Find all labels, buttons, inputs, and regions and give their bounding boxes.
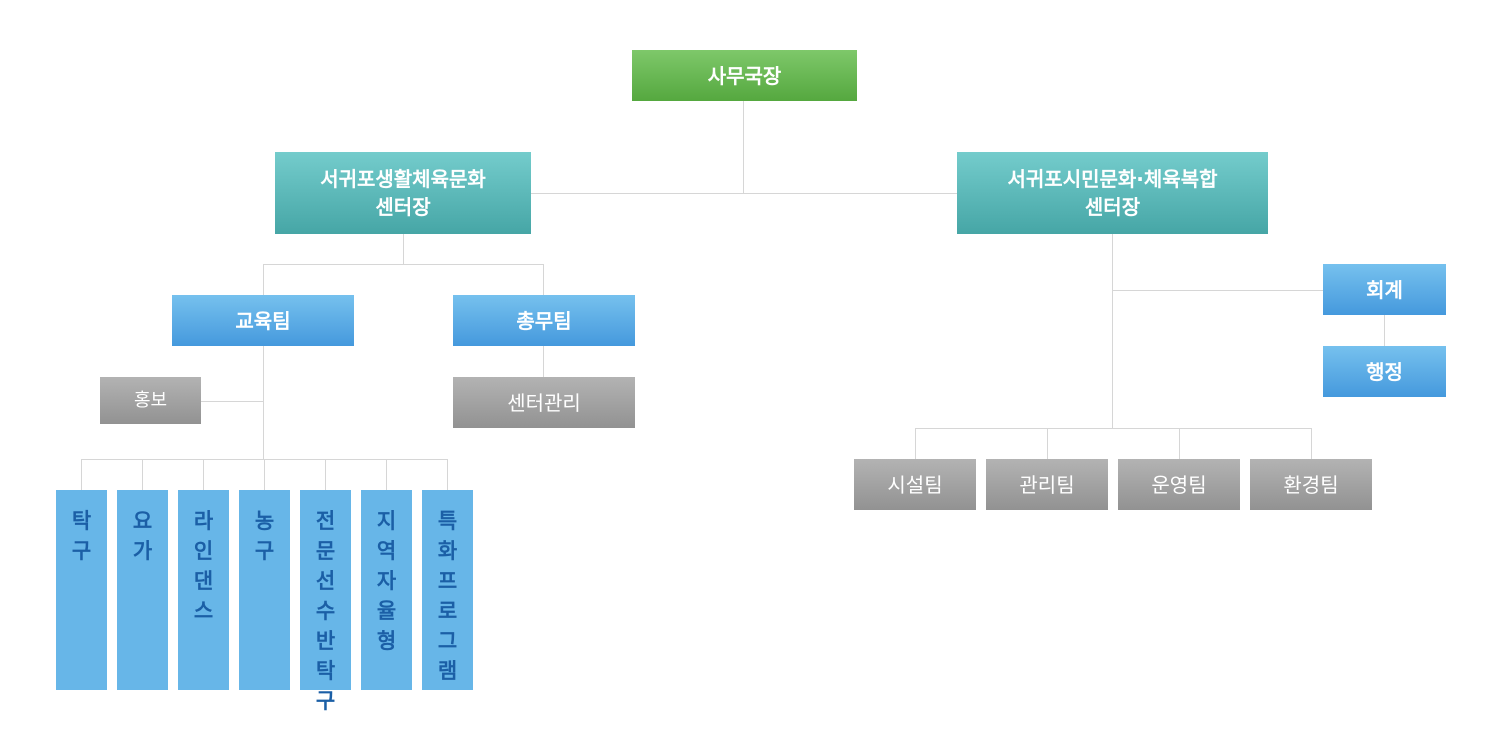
connector-right-team-1	[915, 428, 916, 459]
connector-accounting-admin	[1384, 315, 1385, 346]
center-management-label: 센터관리	[507, 390, 581, 415]
connector-general-center-mgmt	[543, 346, 544, 377]
connector-left-teams-horizontal	[263, 264, 544, 265]
connector-education-down	[263, 346, 264, 459]
connector-education-up	[263, 264, 264, 295]
left-center-head-box: 서귀포생활체육문화 센터장	[275, 152, 531, 234]
right-center-head-box: 서귀포시민문화·체육복합 센터장	[957, 152, 1268, 234]
education-team-box: 교육팀	[172, 295, 354, 346]
director-label: 사무국장	[707, 63, 782, 88]
operations-team-label: 운영팀	[1151, 472, 1207, 497]
connector-top-vertical	[743, 101, 744, 193]
connector-program-4	[264, 459, 265, 490]
connector-promotion	[201, 401, 263, 402]
left-center-head-line2: 센터장	[375, 195, 431, 219]
connector-program-1	[81, 459, 82, 490]
facility-team-label: 시설팀	[887, 472, 943, 497]
left-center-head-line1: 서귀포생활체육문화	[320, 167, 486, 191]
connector-right-team-2	[1047, 428, 1048, 459]
general-affairs-team-box: 총무팀	[453, 295, 635, 346]
connector-right-team-4	[1311, 428, 1312, 459]
management-team-label: 관리팀	[1019, 472, 1075, 497]
connector-right-center-down	[1112, 234, 1113, 428]
right-center-head-line2: 센터장	[1084, 195, 1141, 219]
connector-general-up	[543, 264, 544, 295]
promotion-label: 홍보	[133, 389, 168, 411]
promotion-box: 홍보	[100, 377, 201, 424]
administration-box: 행정	[1323, 346, 1446, 397]
general-affairs-team-label: 총무팀	[516, 308, 572, 333]
connector-right-team-3	[1179, 428, 1180, 459]
facility-team-box: 시설팀	[854, 459, 976, 510]
director-box: 사무국장	[632, 50, 857, 101]
environment-team-label: 환경팀	[1283, 472, 1339, 497]
connector-program-7	[447, 459, 448, 490]
center-management-box: 센터관리	[453, 377, 635, 428]
connector-program-5	[325, 459, 326, 490]
accounting-label: 회계	[1366, 277, 1403, 302]
accounting-box: 회계	[1323, 264, 1446, 315]
connector-program-6	[386, 459, 387, 490]
environment-team-box: 환경팀	[1250, 459, 1372, 510]
connector-left-center-down	[403, 234, 404, 264]
administration-label: 행정	[1366, 359, 1403, 384]
connector-program-3	[203, 459, 204, 490]
education-team-label: 교육팀	[235, 308, 291, 333]
connector-accounting	[1112, 290, 1323, 291]
operations-team-box: 운영팀	[1118, 459, 1240, 510]
connector-centers-horizontal	[531, 193, 957, 194]
right-center-head-line1: 서귀포시민문화·체육복합	[1007, 167, 1218, 191]
connector-program-2	[142, 459, 143, 490]
connector-right-teams-horizontal	[915, 428, 1312, 429]
management-team-box: 관리팀	[986, 459, 1108, 510]
